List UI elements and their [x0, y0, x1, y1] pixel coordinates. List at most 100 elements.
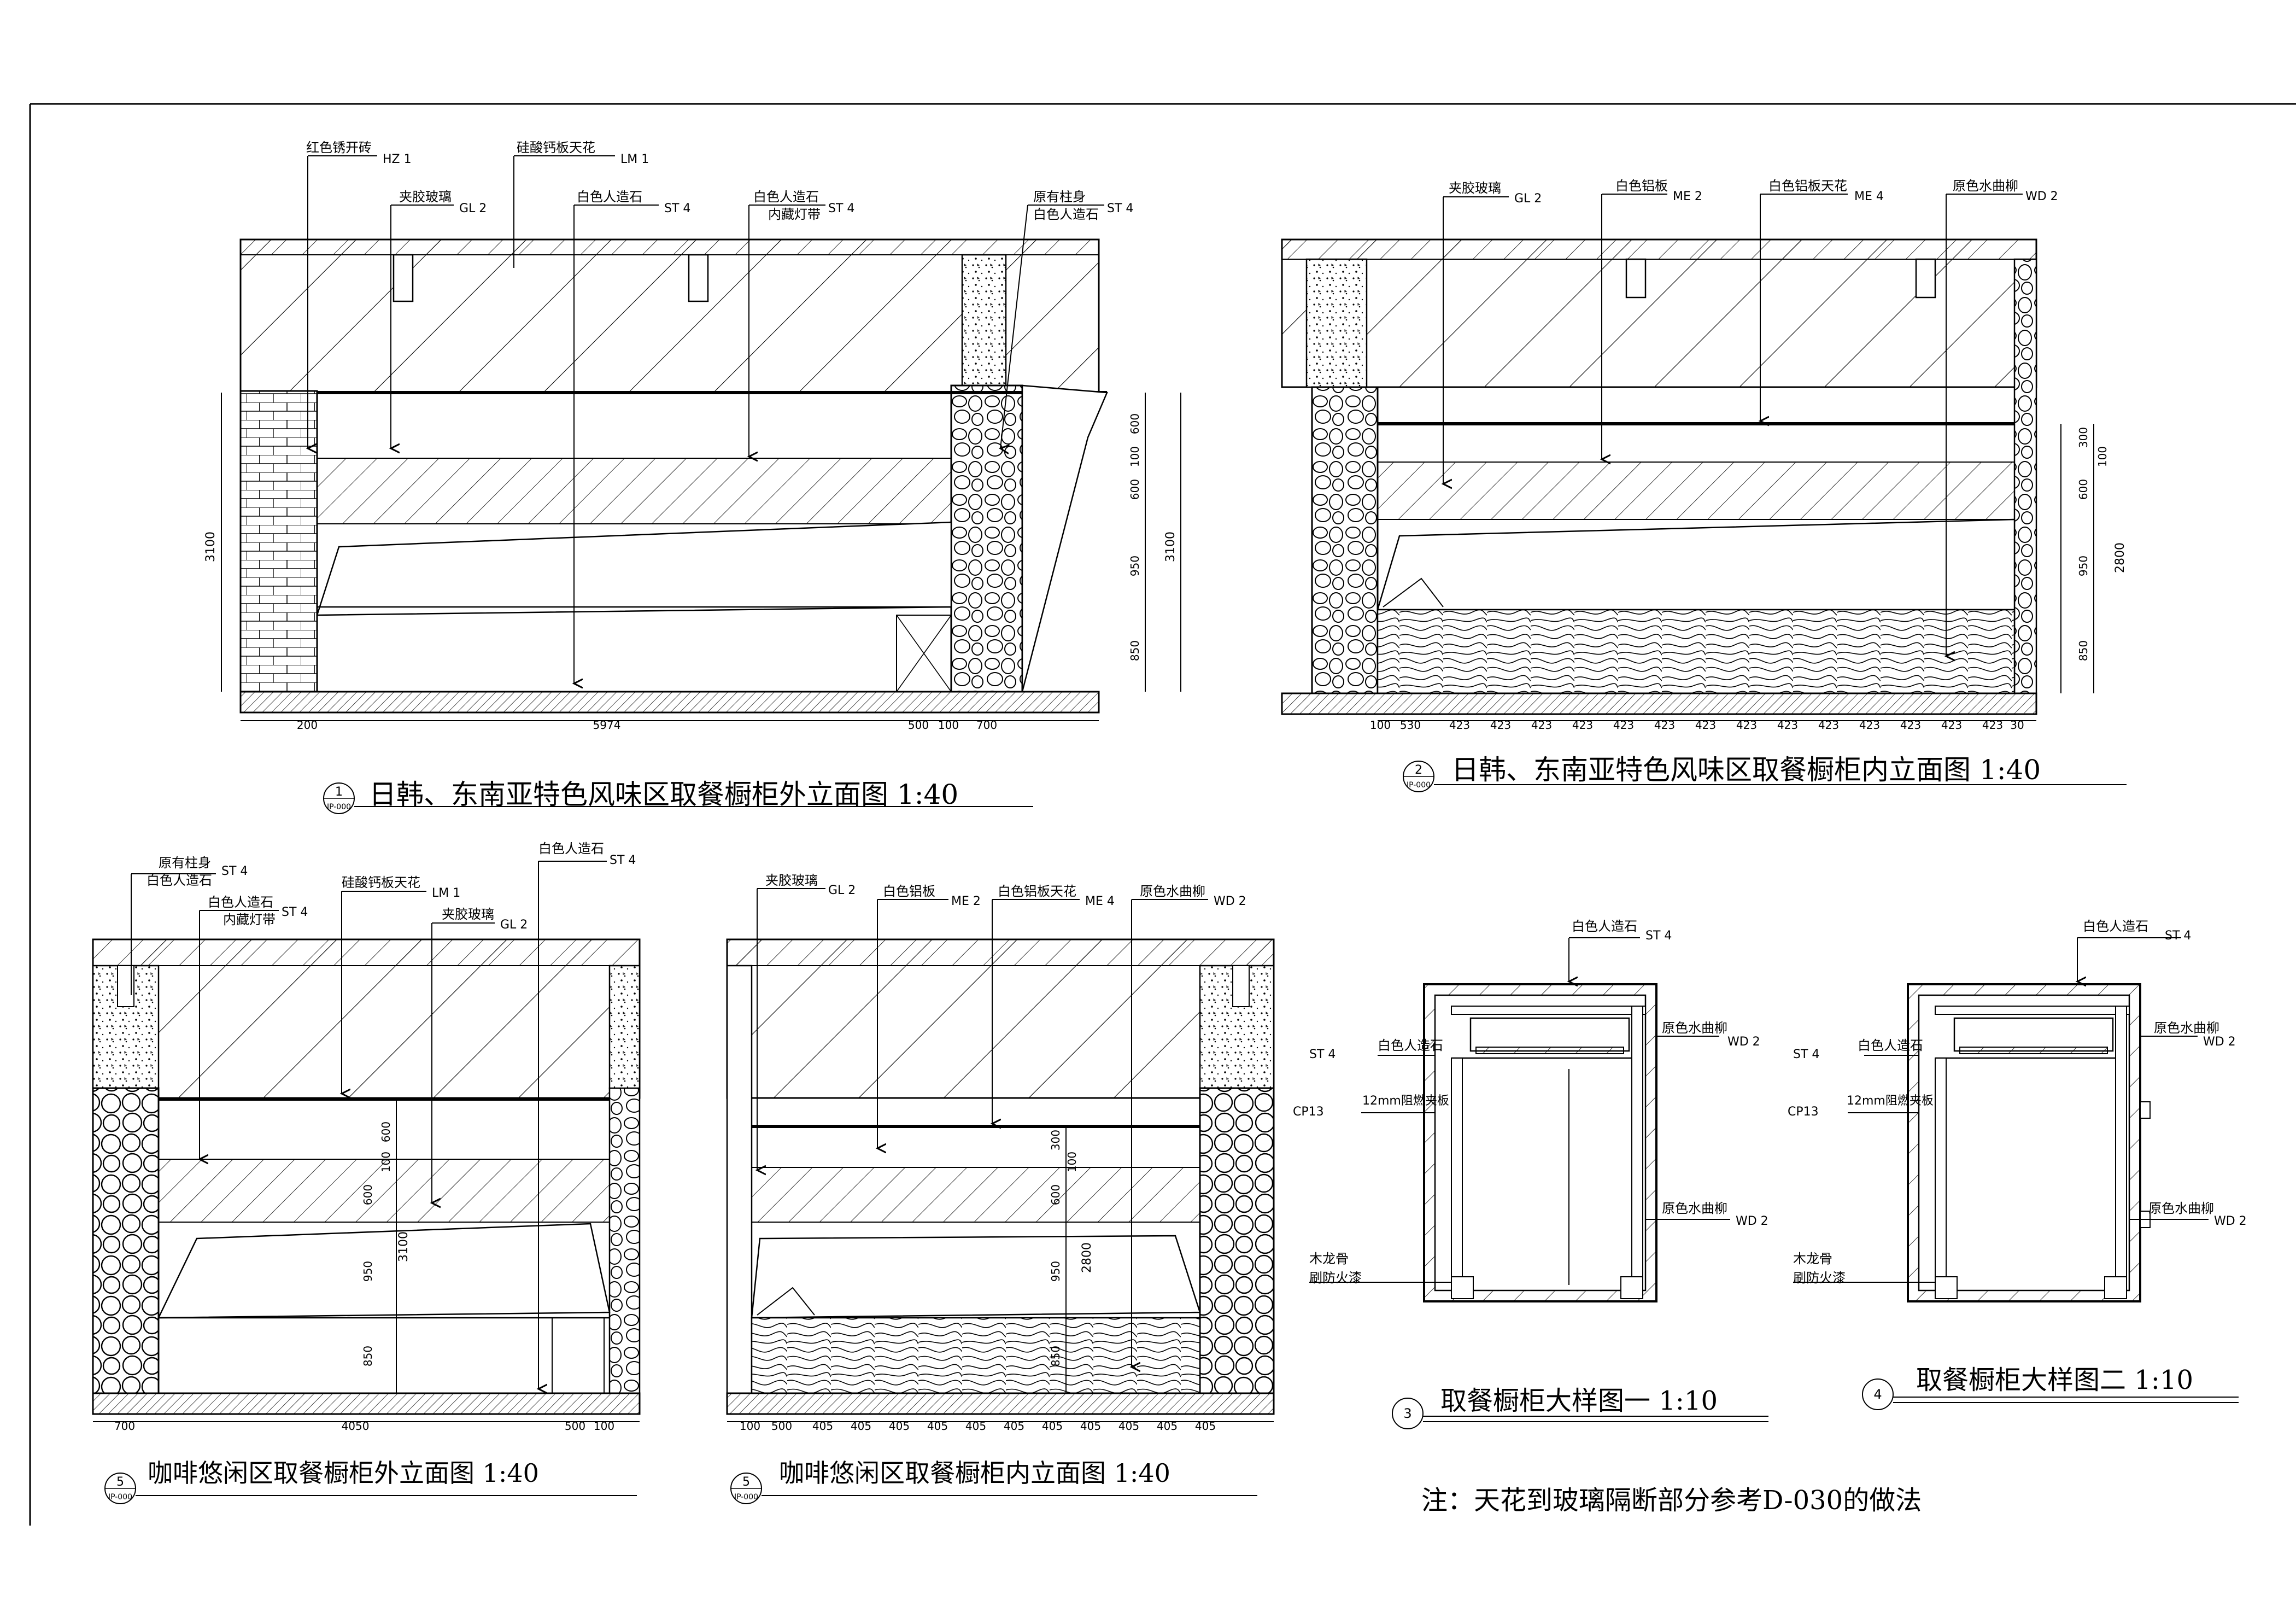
svg-text:ST 4: ST 4	[1309, 1048, 1336, 1061]
svg-text:原色水曲柳: 原色水曲柳	[1140, 884, 1205, 899]
svg-text:ST 4: ST 4	[828, 202, 854, 215]
v2-title-block: 2 IP-000 日韩、东南亚特色风味区取餐橱柜内立面图 1:40	[1403, 754, 2127, 792]
svg-text:CP13: CP13	[1293, 1105, 1324, 1119]
svg-text:1: 1	[335, 785, 343, 799]
svg-text:白色人造石: 白色人造石	[1378, 1038, 1443, 1053]
svg-text:ST 4: ST 4	[664, 202, 690, 215]
svg-text:WD 2: WD 2	[1727, 1035, 1760, 1049]
svg-text:原色水曲柳: 原色水曲柳	[1953, 178, 2018, 194]
svg-text:LM 1: LM 1	[432, 886, 460, 900]
svg-text:ST 4: ST 4	[282, 906, 308, 919]
svg-text:423: 423	[1777, 718, 1798, 732]
elevation-view-2: 300 100 600 950 850 2800 100 530 423 423…	[1281, 178, 2127, 792]
v5b-leader-me2: 白色铝板 ME 2	[877, 884, 981, 1148]
svg-text:423: 423	[1531, 718, 1552, 732]
svg-text:30: 30	[2010, 718, 2024, 732]
d3-leader-st4-top: 白色人造石 ST 4	[1569, 919, 1672, 982]
svg-text:423: 423	[1736, 718, 1757, 732]
svg-text:GL 2: GL 2	[459, 202, 487, 215]
svg-text:WD 2: WD 2	[1736, 1214, 1768, 1228]
svg-text:原有柱身: 原有柱身	[159, 855, 211, 871]
v5b-leader-gl2: 夹胶玻璃 GL 2	[757, 873, 856, 1170]
d3-leader-wd2-top: 原色水曲柳 WD 2	[1656, 1020, 1760, 1049]
svg-text:白色铝板: 白色铝板	[883, 884, 935, 899]
v1-leader-hz1: 红色锈开砖 HZ 1	[306, 140, 412, 448]
v1-dim-600a: 600	[1128, 413, 1141, 434]
svg-text:ST 4: ST 4	[1793, 1048, 1819, 1061]
d4-title: 取餐橱柜大样图二 1:10	[1916, 1365, 2193, 1395]
v5b-leader-me4: 白色铝板天花 ME 4	[992, 884, 1115, 1124]
sheet-frame	[29, 103, 2296, 1526]
svg-text:内藏灯带: 内藏灯带	[223, 912, 276, 927]
svg-text:CP13: CP13	[1788, 1105, 1819, 1119]
svg-text:100: 100	[740, 1419, 760, 1433]
svg-text:100: 100	[1370, 718, 1391, 732]
svg-text:5: 5	[116, 1475, 124, 1489]
v1-leader-st4-white: 白色人造石 ST 4	[574, 189, 690, 684]
svg-text:600: 600	[1049, 1184, 1062, 1205]
svg-text:423: 423	[1818, 718, 1839, 732]
d4-leader-st4-side: 白色人造石 ST 4	[1793, 1038, 1923, 1061]
v2-leader-me4: 白色铝板天花 ME 4	[1760, 178, 1884, 421]
svg-text:IP-000: IP-000	[734, 1493, 758, 1502]
svg-text:4: 4	[1873, 1387, 1882, 1402]
svg-text:405: 405	[1042, 1419, 1063, 1433]
svg-text:423: 423	[1572, 718, 1593, 732]
svg-text:423: 423	[1695, 718, 1716, 732]
svg-text:HZ 1: HZ 1	[383, 153, 412, 166]
svg-text:原色水曲柳: 原色水曲柳	[1662, 1020, 1727, 1036]
svg-text:405: 405	[1004, 1419, 1024, 1433]
svg-text:100: 100	[594, 1419, 614, 1433]
svg-text:夹胶玻璃: 夹胶玻璃	[765, 873, 818, 888]
v5a-title-block: 5 IP-000 咖啡悠闲区取餐橱柜外立面图 1:40	[104, 1458, 637, 1504]
svg-text:WD 2: WD 2	[2214, 1214, 2247, 1228]
d4-leader-cp13: 12mm阻燃夹板 CP13	[1788, 1094, 1934, 1119]
svg-text:白色人造石: 白色人造石	[147, 873, 212, 888]
svg-text:700: 700	[114, 1419, 135, 1433]
v1-dim-height: 3100	[204, 531, 218, 562]
svg-text:白色铝板天花: 白色铝板天花	[998, 884, 1076, 899]
svg-text:硅酸钙板天花: 硅酸钙板天花	[342, 875, 420, 890]
svg-text:ME 2: ME 2	[1673, 190, 1702, 203]
svg-text:GL 2: GL 2	[1514, 192, 1542, 206]
v1-title-block: 1 IP-000 日韩、东南亚特色风味区取餐橱柜外立面图 1:40	[323, 779, 1033, 814]
v5b-title-block: 5 IP-000 咖啡悠闲区取餐橱柜内立面图 1:40	[730, 1458, 1257, 1504]
svg-text:白色人造石: 白色人造石	[1572, 919, 1637, 934]
svg-text:夹胶玻璃: 夹胶玻璃	[399, 189, 452, 205]
v5a-leader-st4-light: 白色人造石 内藏灯带 ST 4	[200, 895, 308, 1159]
svg-text:405: 405	[1080, 1419, 1101, 1433]
svg-text:白色人造石: 白色人造石	[208, 895, 273, 910]
svg-text:423: 423	[1900, 718, 1921, 732]
v5a-title: 咖啡悠闲区取餐橱柜外立面图 1:40	[148, 1458, 539, 1488]
svg-text:12mm阻燃夹板: 12mm阻燃夹板	[1847, 1094, 1934, 1108]
v1-dim-5974: 5974	[593, 718, 621, 732]
svg-text:405: 405	[889, 1419, 910, 1433]
v1-leader-gl2: 夹胶玻璃 GL 2	[391, 189, 487, 448]
v5b-bottom-dims: 100 500 405 405 405 405 405 405 405 405 …	[740, 1419, 1216, 1433]
svg-text:白色铝板天花: 白色铝板天花	[1768, 178, 1847, 194]
svg-text:ST 4: ST 4	[610, 854, 636, 867]
svg-text:423: 423	[1613, 718, 1634, 732]
v1-dim-200: 200	[297, 718, 318, 732]
svg-text:3100: 3100	[397, 1231, 411, 1262]
svg-text:白色人造石: 白色人造石	[538, 841, 604, 856]
svg-text:405: 405	[965, 1419, 986, 1433]
svg-text:木龙骨: 木龙骨	[1309, 1251, 1349, 1266]
svg-text:白色人造石: 白色人造石	[2083, 919, 2148, 934]
d4-leader-keel: 木龙骨 刷防火漆	[1793, 1251, 1935, 1286]
svg-text:405: 405	[927, 1419, 948, 1433]
svg-text:ST 4: ST 4	[221, 864, 248, 878]
svg-text:白色人造石: 白色人造石	[1033, 207, 1099, 222]
svg-text:原色水曲柳: 原色水曲柳	[2148, 1201, 2214, 1216]
section-detail-4: 白色人造石 ST 4 白色人造石 ST 4 12mm阻燃夹板 CP13 原色水曲…	[1788, 919, 2247, 1410]
svg-text:300: 300	[1049, 1130, 1062, 1150]
svg-text:IP-000: IP-000	[1407, 781, 1431, 790]
elevation-view-5a: 600 100 600 950 850 3100 700 4050 500 10…	[92, 841, 641, 1504]
v5a-leader-st4-column: 原有柱身 白色人造石 ST 4	[131, 855, 248, 995]
svg-text:850: 850	[1049, 1346, 1062, 1366]
v5b-leader-wd2: 原色水曲柳 WD 2	[1132, 884, 1246, 1367]
v2-dim-300: 300	[2077, 427, 2090, 448]
svg-text:500: 500	[771, 1419, 792, 1433]
svg-text:原色水曲柳: 原色水曲柳	[1662, 1201, 1727, 1216]
